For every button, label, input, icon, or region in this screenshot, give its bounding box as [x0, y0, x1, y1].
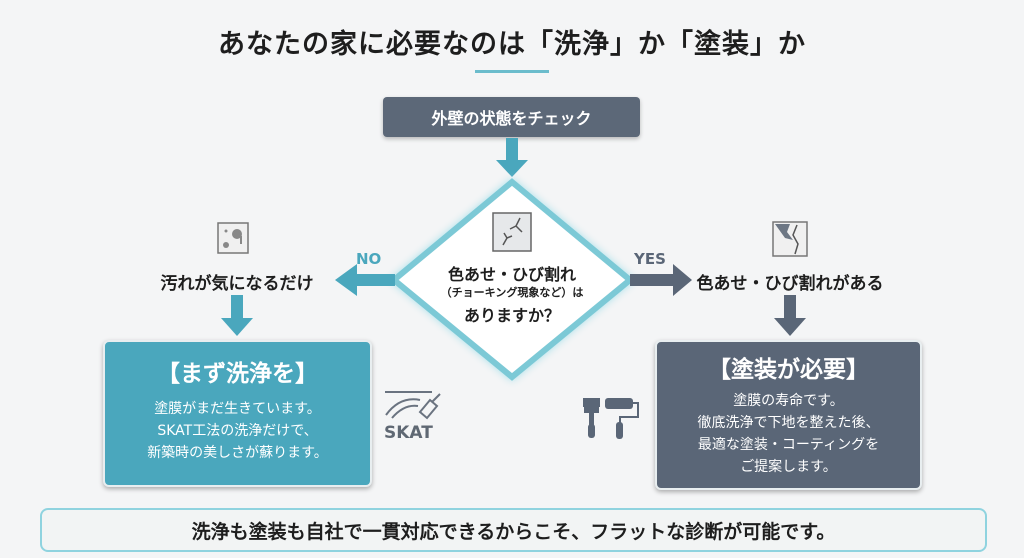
- cracked-wall-icon: [772, 221, 808, 257]
- no-condition: 汚れが気になるだけ: [160, 274, 314, 294]
- footer-banner: 洗浄も塗装も自社で一貫対応できるからこそ、フラットな診断が可能です。: [40, 508, 987, 552]
- crack-icon: [492, 212, 532, 252]
- decision-line-2: （チョーキング現象など）は: [440, 286, 584, 299]
- wash-result-title: 【まず洗浄を】: [157, 361, 318, 387]
- wash-result-line: SKAT工法の洗浄だけで、: [157, 423, 318, 439]
- yes-condition: 色あせ・ひび割れがある: [696, 274, 884, 294]
- title-underline: [475, 70, 549, 73]
- wash-result-box: 【まず洗浄を】 塗膜がまだ生きています。 SKAT工法の洗浄だけで、 新築時の美…: [103, 340, 372, 487]
- arrow-down-start: [496, 138, 528, 177]
- page-title: あなたの家に必要なのは「洗浄」か「塗装」か: [218, 29, 806, 60]
- skat-logo-text: SKAT: [384, 423, 433, 443]
- wash-result-line: 新築時の美しさが蘇ります。: [147, 445, 328, 461]
- no-label: NO: [356, 250, 382, 268]
- wash-result-line: 塗膜がまだ生きています。: [154, 401, 321, 417]
- paint-result-box: 【塗装が必要】 塗膜の寿命です。 徹底洗浄で下地を整えた後、 最適な塗装・コーテ…: [655, 340, 922, 490]
- paint-result-line: ご提案します。: [740, 459, 837, 475]
- paint-result-title: 【塗装が必要】: [708, 357, 869, 383]
- paint-result-line: 徹底洗浄で下地を整えた後、: [697, 415, 880, 431]
- arrow-yes: [630, 264, 692, 296]
- paint-result-line: 塗膜の寿命です。: [733, 393, 844, 409]
- decision-diamond: [389, 178, 635, 381]
- yes-label: YES: [634, 250, 666, 268]
- decision-line-1: 色あせ・ひび割れ: [447, 265, 576, 284]
- arrow-down-right: [774, 295, 806, 336]
- decision-line-3: ありますか？: [463, 306, 560, 325]
- paint-tools-icon: [583, 398, 639, 439]
- paint-result-line: 最適な塗装・コーティングを: [697, 437, 880, 453]
- arrow-down-left: [221, 295, 253, 336]
- skat-wash-icon: [385, 391, 441, 420]
- start-step-box: 外壁の状態をチェック: [383, 97, 640, 137]
- dirt-stain-icon: [217, 222, 249, 254]
- arrow-no: [335, 264, 395, 296]
